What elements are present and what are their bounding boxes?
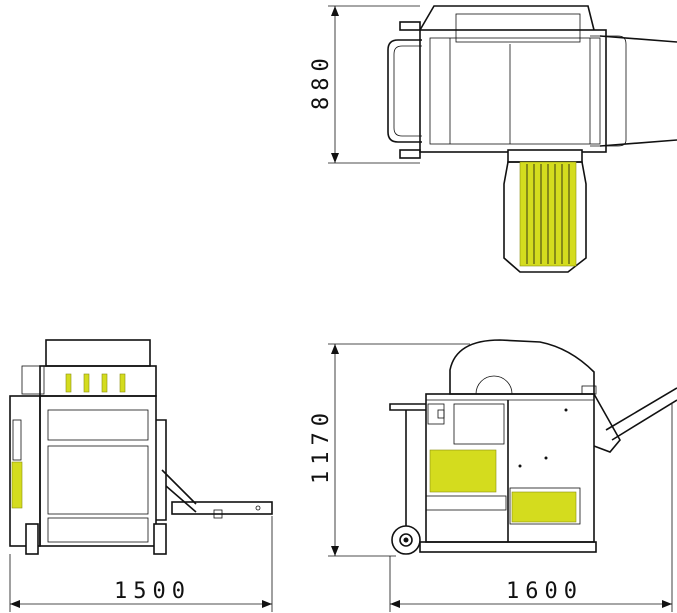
front-hood-lower — [39, 365, 157, 397]
dim-1170-arrow-bottom — [331, 546, 339, 556]
front-yellow-2 — [83, 373, 90, 393]
dim-880-arrow-top — [331, 6, 339, 16]
front-yellow-3 — [101, 373, 108, 393]
front-left-control — [12, 419, 22, 461]
top-chute-top — [507, 149, 583, 163]
dim-1600-arrow-right — [662, 600, 672, 608]
dim-880-label: 880 — [309, 52, 334, 110]
front-panel-top — [47, 409, 149, 441]
top-hood — [419, 5, 595, 31]
front-yellow-1 — [65, 373, 72, 393]
top-view: 880 — [309, 5, 677, 273]
front-right-frame — [156, 419, 167, 521]
side-hood-opening — [475, 375, 513, 395]
dim-1500-label: 1500 — [114, 579, 191, 604]
side-upper-box — [453, 403, 505, 445]
side-dot-2 — [518, 464, 522, 468]
front-wheel-left — [25, 523, 39, 555]
side-view: 1170 1600 — [309, 339, 677, 612]
front-side-box — [21, 365, 45, 395]
top-wheel-upper — [399, 21, 421, 31]
top-conveyor-edge-2 — [599, 139, 677, 147]
top-chute-slats — [526, 164, 570, 264]
side-wheel-axle — [403, 537, 409, 543]
front-panel-mid — [47, 445, 149, 515]
top-conveyor-edge-1 — [599, 35, 677, 43]
side-chute — [593, 393, 621, 453]
dim-1600-label: 1600 — [506, 579, 583, 604]
top-body-inner — [429, 37, 601, 145]
top-handle-inner — [393, 45, 422, 137]
dim-1500-arrow-left — [10, 600, 20, 608]
top-wheel-lower — [399, 149, 421, 159]
dim-1600-arrow-left — [390, 600, 400, 608]
side-wheel-hub — [399, 533, 413, 547]
side-hood-latch — [581, 385, 597, 395]
dim-1170-label: 1170 — [309, 407, 334, 484]
top-body — [419, 29, 607, 153]
front-conveyor-pin — [255, 505, 261, 511]
front-arm-1 — [161, 469, 197, 505]
side-handle — [389, 403, 426, 411]
front-hood — [45, 339, 151, 367]
side-lower-shelf — [425, 495, 507, 511]
side-control-box — [427, 403, 445, 425]
front-body — [39, 395, 157, 547]
front-left-panel — [9, 395, 41, 547]
side-dot-1 — [544, 456, 548, 460]
side-base — [419, 541, 597, 553]
side-hood — [449, 339, 595, 395]
top-hood-window — [455, 13, 581, 43]
front-conveyor-bolt — [213, 509, 223, 519]
dim-1170-arrow-top — [331, 344, 339, 354]
top-right-handle — [590, 35, 627, 147]
front-yellow-4 — [119, 373, 126, 393]
front-view: 1500 — [9, 339, 273, 612]
dim-880-arrow-bottom — [331, 153, 339, 163]
side-conveyor-bottom — [611, 399, 677, 441]
top-chute — [503, 161, 587, 273]
side-tray-frame — [509, 487, 581, 525]
side-switch — [437, 409, 445, 419]
dim-1500-arrow-right — [262, 600, 272, 608]
front-left-yellow — [11, 461, 23, 509]
front-wheel-right — [153, 523, 167, 555]
side-dot-3 — [564, 408, 568, 412]
front-arm-2 — [165, 485, 197, 513]
side-conveyor-top — [605, 387, 677, 431]
top-handle — [387, 39, 422, 143]
front-panel-bottom — [47, 517, 149, 543]
side-yellow-panel — [429, 449, 497, 493]
side-yellow-tray — [511, 491, 577, 523]
